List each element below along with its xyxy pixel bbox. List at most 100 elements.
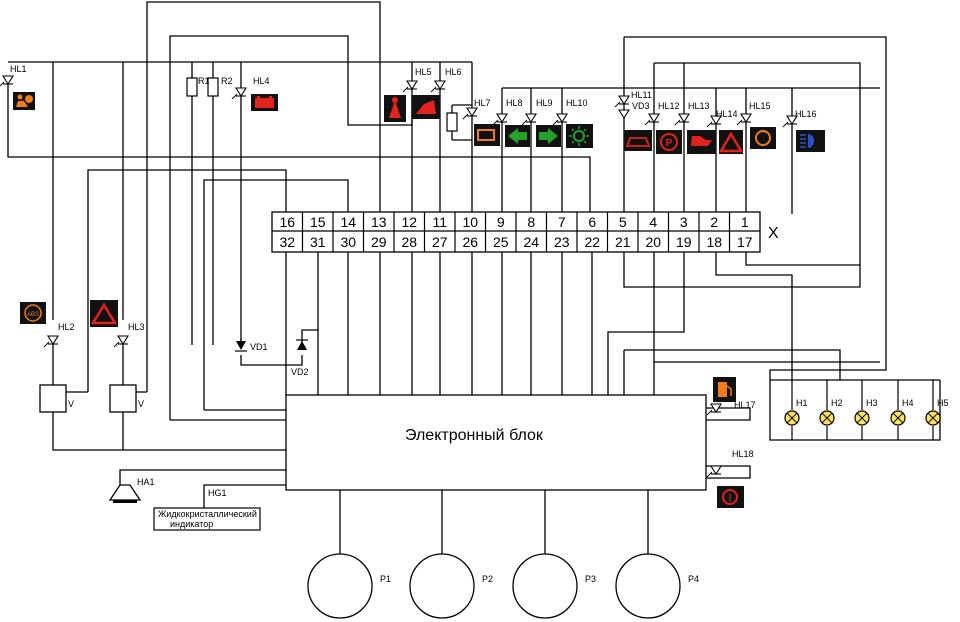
pin-bottom-31: 31 [310,234,326,250]
label-hl15: HL15 [749,101,771,111]
lamp-h2: H2 [819,380,843,440]
pin-top-1: 1 [741,214,749,230]
parking-lights-icon [566,124,593,148]
pin-top-6: 6 [588,214,596,230]
diode-vd2 [297,341,307,350]
indicator-hl15: HL15 [736,101,771,126]
indicator-hl4: HL4 [231,76,270,100]
label-hl18: HL18 [732,449,754,459]
control-unit-label: Электронный блок [405,427,544,444]
pin-top-12: 12 [401,214,417,230]
brake-warning-icon: ! [717,486,744,508]
abs-icon: ABS [20,302,46,324]
lamp-h3: H3 [854,380,878,440]
indicator-hl5: HL5 [402,67,432,93]
indicator-hl6: HL6 [430,67,462,93]
resistor-r2 [207,77,219,97]
door-open-icon [412,95,440,119]
lamp-group: H1 H2 H3 H4 H5 [784,380,949,440]
indicator-hl10: HL10 [552,98,588,126]
pin-top-9: 9 [497,214,505,230]
label-hl16: HL16 [795,109,817,119]
indicator-hl2: HL2 [43,322,75,348]
hazard-icon [718,130,744,154]
svg-text:P: P [666,138,673,149]
gauge-p2: P2 [409,553,493,619]
fuel-icon [713,377,736,402]
gauge-p1: P1 [307,553,391,619]
vd1-label: VD1 [250,342,268,352]
vd3-label: VD3 [632,101,650,111]
pin-bottom-22: 22 [584,234,600,250]
gauge-p3: P3 [512,553,596,619]
pin-top-16: 16 [279,214,295,230]
connector-x: 1632153114301329122811271026925824723622… [271,211,779,253]
indicator-hl8: HL8 [492,98,523,126]
voltage-relay-1 [39,384,67,413]
svg-text:ABS: ABS [27,312,39,318]
brake-pad-wear-icon [750,127,776,149]
pin-top-13: 13 [371,214,387,230]
gauge-group: P1 P2 P3 P4 [307,553,699,619]
high-beam-icon [796,130,825,152]
diode-vd3 [618,109,630,120]
pin-top-5: 5 [619,214,627,230]
battery-icon [251,94,278,111]
pin-bottom-28: 28 [401,234,417,250]
lcd-label-line1: Жидкокристаллический [158,509,257,519]
label-hl10: HL10 [566,98,588,108]
pin-top-4: 4 [649,214,657,230]
buzzer-icon [108,484,142,503]
lamp-label-h1: H1 [796,398,808,408]
pin-bottom-30: 30 [340,234,356,250]
lcd-label-line2: индикатор [170,519,213,529]
airbag-icon [13,92,35,110]
pin-top-11: 11 [432,214,447,230]
lamp-h4: H4 [890,380,914,440]
wires [7,1,941,560]
lcd-ref: HG1 [208,488,227,498]
r1-label: R1 [198,76,210,86]
pin-top-10: 10 [462,214,478,230]
label-hl1: HL1 [10,64,27,74]
lamp-label-h2: H2 [831,398,843,408]
label-hl6: HL6 [445,67,462,77]
check-engine-icon [474,124,500,146]
r2-label: R2 [221,76,233,86]
gauge-label-p4: P4 [688,574,699,584]
label-hl2: HL2 [58,322,75,332]
pin-top-15: 15 [310,214,326,230]
indicator-hl3: HL3 [113,322,145,348]
indicator-hl1: HL1 [0,64,27,87]
gauge-label-p1: P1 [380,574,391,584]
turn-right-icon [536,125,561,147]
connector-name: X [768,225,779,242]
label-hl13: HL13 [688,101,710,111]
pin-top-8: 8 [527,214,535,230]
indicator-hl7: HL7 [462,98,491,120]
lamp-h5: H5 [925,380,949,440]
lamp-label-h3: H3 [866,398,878,408]
lamp-label-h5: H5 [937,398,949,408]
pin-bottom-25: 25 [493,234,509,250]
pin-bottom-21: 21 [615,234,631,250]
pin-bottom-24: 24 [523,234,539,250]
gauge-label-p3: P3 [585,574,596,584]
indicator-hl16: HL16 [782,109,817,128]
pin-bottom-23: 23 [554,234,570,250]
pin-bottom-20: 20 [645,234,661,250]
diode-vd1 [236,341,246,350]
parking-brake-icon: P [656,130,682,154]
pin-bottom-17: 17 [737,234,753,250]
label-hl8: HL8 [506,98,523,108]
resistor-hl7 [446,112,458,132]
pin-bottom-29: 29 [371,234,387,250]
gauge-p4: P4 [615,553,699,619]
turn-left-icon [505,125,530,147]
pin-bottom-27: 27 [432,234,448,250]
pin-top-14: 14 [340,214,356,230]
label-hl12: HL12 [658,101,680,111]
indicator-hl17: HL17 [706,400,756,416]
